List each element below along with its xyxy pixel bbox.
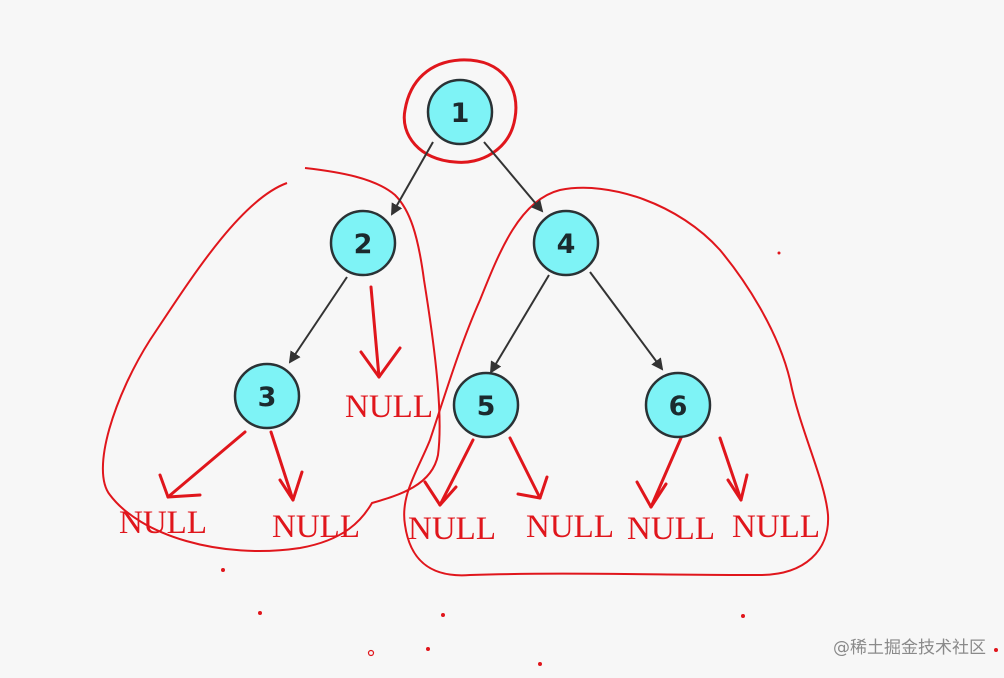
stray-dots xyxy=(221,251,998,666)
tree-node-3: 3 xyxy=(233,362,301,430)
tree-edges xyxy=(288,141,664,374)
tree-node-6: 6 xyxy=(644,371,712,439)
null-label: NULL xyxy=(345,389,433,425)
right-subtree-outline xyxy=(403,186,830,577)
node-label: 6 xyxy=(669,391,688,422)
tree-node-1: 1 xyxy=(426,78,494,146)
tree-node-4: 4 xyxy=(532,209,600,277)
node-label: 5 xyxy=(477,391,496,422)
null-labels: NULL NULL NULL NULL NULL NULL NULL xyxy=(119,389,820,547)
edge-4-6 xyxy=(589,271,664,371)
null-arrow-3-left xyxy=(158,430,247,499)
null-label: NULL xyxy=(119,505,207,541)
edge-1-4 xyxy=(483,141,544,213)
left-subtree-outline xyxy=(101,167,441,552)
null-label: NULL xyxy=(627,511,715,547)
null-arrow-6-left xyxy=(635,436,683,509)
node-label: 4 xyxy=(557,229,576,260)
null-arrow-2-right xyxy=(359,285,402,379)
null-arrow-5-left xyxy=(423,438,475,507)
null-arrow-5-right xyxy=(508,436,549,500)
null-label: NULL xyxy=(732,509,820,545)
null-arrow-3-right xyxy=(269,430,304,502)
node-label: 3 xyxy=(258,382,277,413)
null-label: NULL xyxy=(408,511,496,547)
root-circle-annotation xyxy=(402,58,518,164)
node-label: 1 xyxy=(451,98,470,129)
edge-1-2 xyxy=(391,141,434,216)
null-arrows xyxy=(158,285,749,509)
null-label: NULL xyxy=(526,509,614,545)
edge-2-3 xyxy=(288,276,348,364)
edge-4-5 xyxy=(489,274,550,374)
tree-node-2: 2 xyxy=(329,209,397,277)
null-label: NULL xyxy=(272,509,360,545)
tree-node-5: 5 xyxy=(452,371,520,439)
null-arrow-6-right xyxy=(718,436,749,502)
node-label: 2 xyxy=(354,229,373,260)
watermark: @稀土掘金技术社区 xyxy=(833,638,986,658)
